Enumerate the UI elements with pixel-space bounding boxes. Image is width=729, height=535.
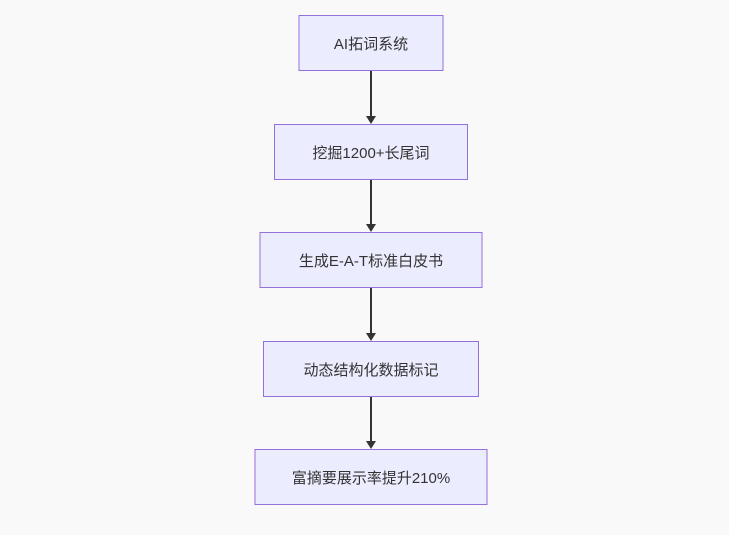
- node-label: 富摘要展示率提升210%: [291, 469, 451, 487]
- arrow-line: [370, 288, 372, 333]
- flow-arrow-2: [366, 180, 376, 232]
- arrowhead-down-icon: [366, 441, 376, 449]
- flow-arrow-4: [366, 397, 376, 449]
- node-label: 挖掘1200+长尾词: [312, 144, 430, 162]
- flow-arrow-1: [366, 71, 376, 124]
- node-label: AI拓词系统: [333, 35, 409, 53]
- arrowhead-down-icon: [366, 224, 376, 232]
- node-ai-keyword-system: AI拓词系统: [298, 15, 444, 71]
- node-label: 生成E-A-T标准白皮书: [298, 252, 444, 270]
- arrow-line: [370, 397, 372, 441]
- node-structured-data-markup: 动态结构化数据标记: [263, 341, 479, 397]
- arrowhead-down-icon: [366, 116, 376, 124]
- arrowhead-down-icon: [366, 333, 376, 341]
- arrow-line: [370, 180, 372, 224]
- flow-arrow-3: [366, 288, 376, 341]
- node-rich-snippet-result: 富摘要展示率提升210%: [254, 449, 488, 505]
- arrow-line: [370, 71, 372, 116]
- node-longtail-mining: 挖掘1200+长尾词: [274, 124, 468, 180]
- node-label: 动态结构化数据标记: [303, 361, 439, 379]
- node-eat-whitepaper: 生成E-A-T标准白皮书: [259, 232, 483, 288]
